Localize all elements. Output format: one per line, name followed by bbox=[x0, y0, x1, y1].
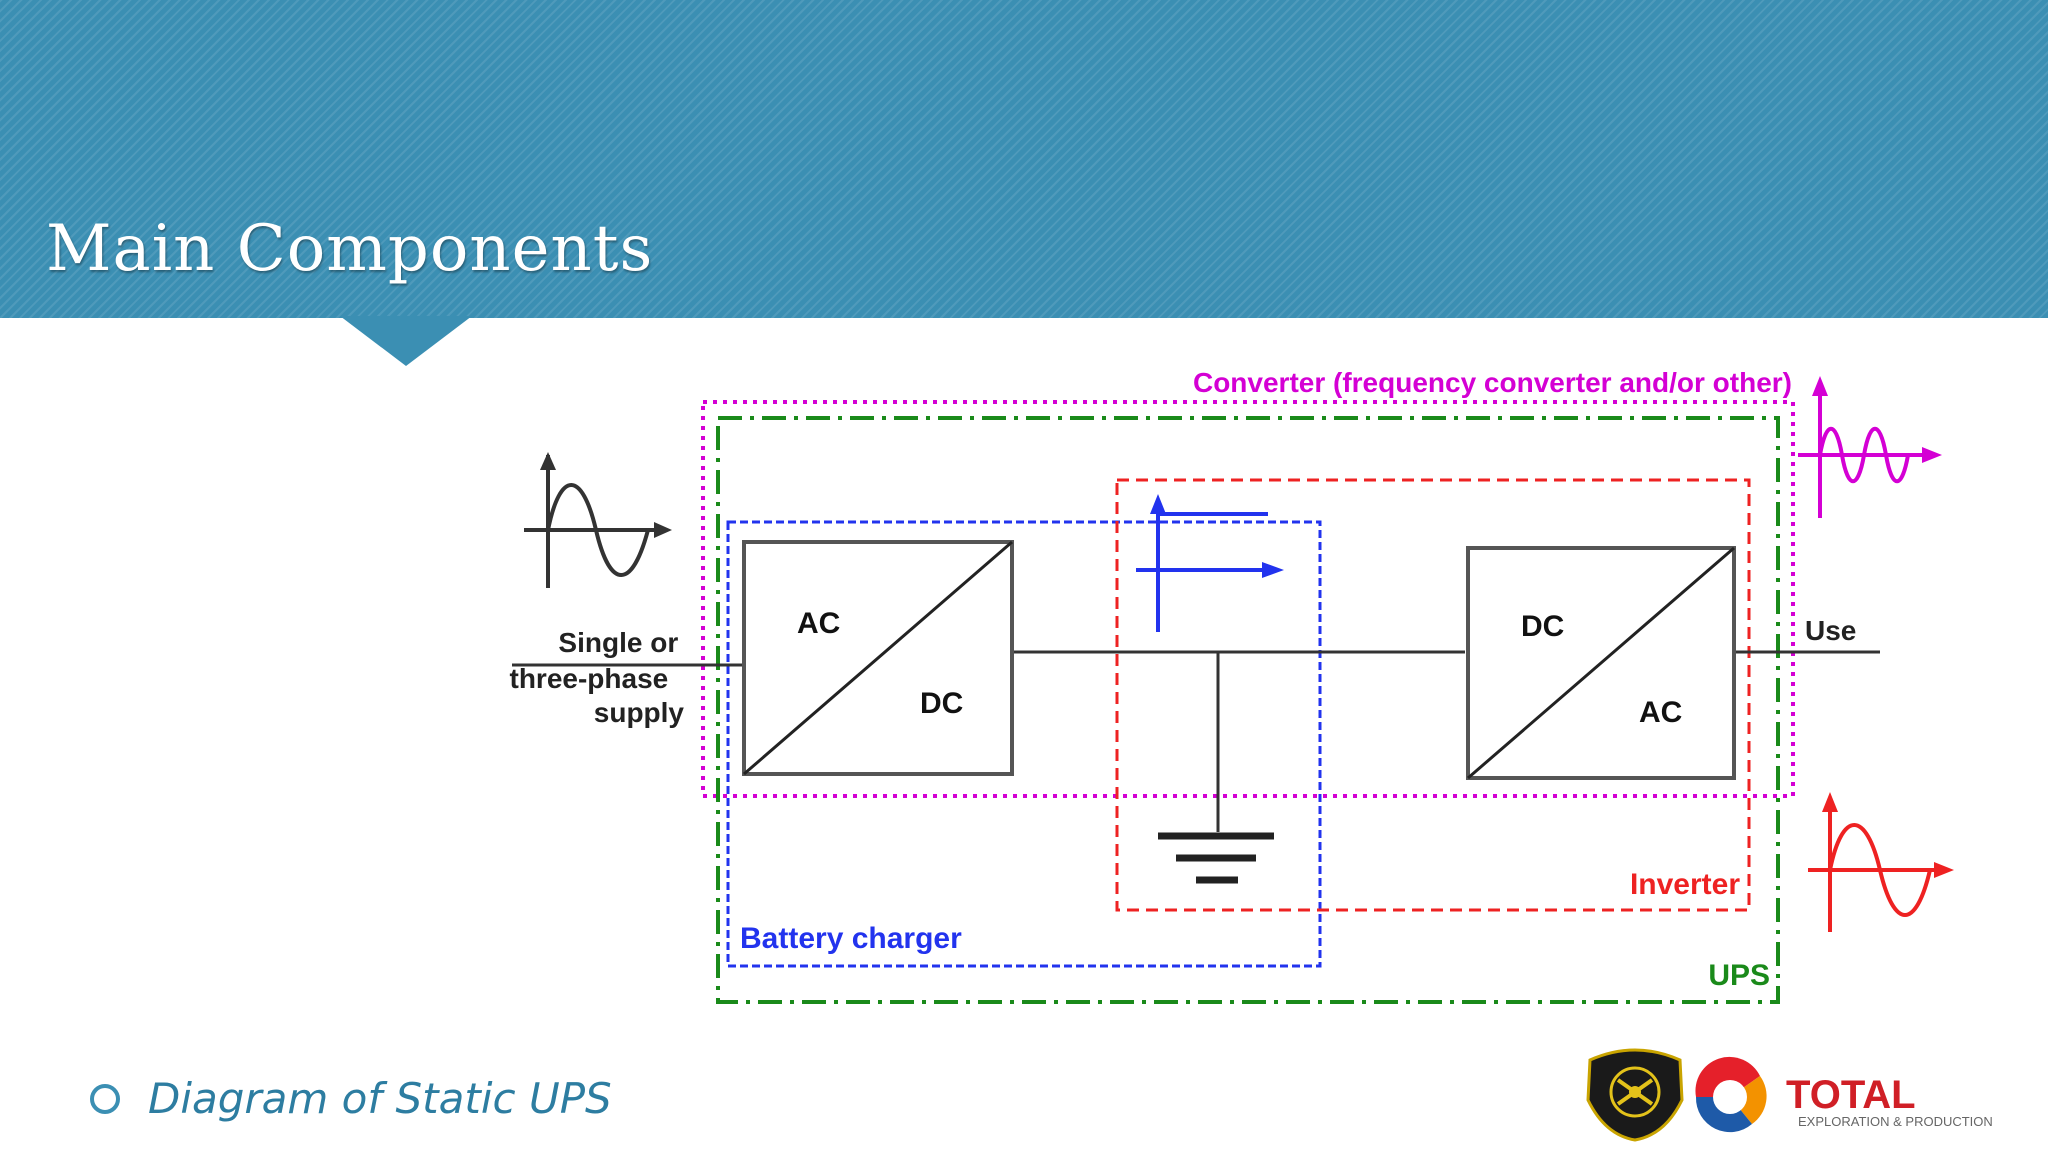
battery-charger-boundary bbox=[726, 520, 1322, 968]
input-label-line-3: supply bbox=[594, 697, 685, 728]
bullet-list-item: Diagram of Static UPS bbox=[90, 1074, 612, 1123]
inverter-boundary bbox=[1115, 478, 1751, 912]
ground-icon bbox=[1158, 832, 1274, 884]
total-logo-icon bbox=[1694, 1056, 1767, 1133]
bullet-text: Diagram of Static UPS bbox=[148, 1074, 612, 1123]
input-label-line-2: three-phase bbox=[510, 663, 669, 694]
input-label: Single or three-phase supply bbox=[510, 627, 687, 728]
input-sine-wave-icon bbox=[524, 452, 672, 588]
inverter-dc-label: DC bbox=[1521, 610, 1564, 643]
esdm-emblem bbox=[1586, 1048, 1684, 1142]
title-banner-notch bbox=[340, 316, 472, 366]
inverter-converter-block bbox=[1466, 546, 1736, 780]
rectifier-block bbox=[742, 540, 1014, 776]
inverter-label: Inverter bbox=[1630, 868, 1740, 901]
dc-waveform-icon bbox=[1136, 494, 1284, 632]
input-label-line-1: Single or bbox=[558, 627, 678, 658]
converter-boundary bbox=[701, 400, 1795, 798]
ups-boundary bbox=[716, 416, 1780, 1004]
rectifier-ac-label: AC bbox=[797, 607, 840, 640]
inverter-ac-label: AC bbox=[1639, 696, 1682, 729]
ups-diagram: Converter (frequency converter and/or ot… bbox=[510, 367, 1954, 1004]
converter-label: Converter (frequency converter and/or ot… bbox=[1193, 367, 1792, 398]
title-banner bbox=[0, 0, 2048, 318]
battery-charger-label: Battery charger bbox=[740, 922, 962, 955]
bullet-ring-icon bbox=[90, 1083, 120, 1114]
total-name-text: TOTAL bbox=[1786, 1073, 1916, 1117]
rectifier-dc-label: DC bbox=[920, 687, 963, 720]
inverter-output-wave-icon bbox=[1808, 792, 1954, 932]
page-title: Main Components bbox=[46, 212, 654, 286]
footer-logos: TOTAL EXPLORATION & PRODUCTION bbox=[1586, 1048, 1993, 1142]
output-use-label: Use bbox=[1805, 615, 1856, 646]
ups-label: UPS bbox=[1708, 959, 1770, 992]
converter-output-wave-icon bbox=[1798, 376, 1942, 518]
total-subtitle-text: EXPLORATION & PRODUCTION bbox=[1798, 1114, 1993, 1129]
